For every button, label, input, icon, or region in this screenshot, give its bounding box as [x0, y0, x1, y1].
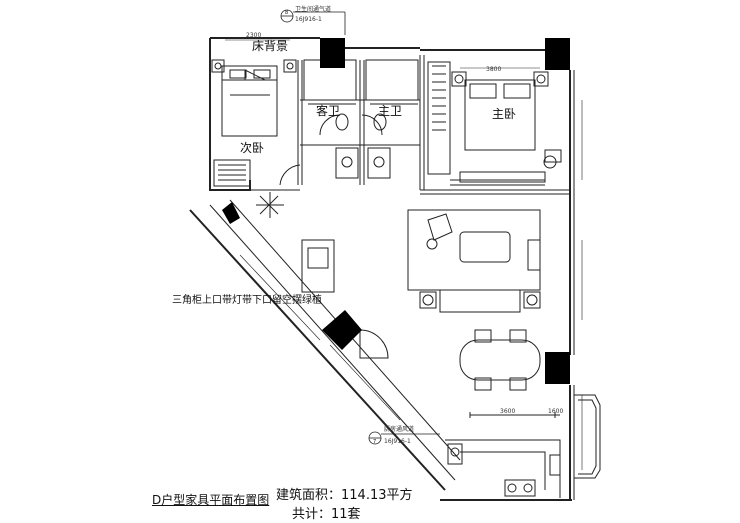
- detail-ref-bottom-code: 16J916-1: [384, 438, 411, 445]
- bed-wall-dimension: 2300: [246, 32, 261, 39]
- detail-ref-top-code: 16J916-1: [295, 16, 322, 23]
- second-bed-label: 次卧: [240, 141, 264, 155]
- plan-title: D户型家具平面布置图: [152, 493, 270, 507]
- unit-count: 共计：11套: [292, 507, 361, 522]
- structural-pillars: [222, 38, 570, 384]
- bathroom-fixtures: [303, 59, 419, 179]
- triangle-cabinet-note: 三角柜上口带灯带下口留空摆绿植: [172, 293, 322, 306]
- kitchen-counters: [445, 439, 561, 498]
- detail-ref-top-num: 8: [285, 10, 288, 16]
- master-bath-label: 主卫: [378, 104, 402, 118]
- outer-walls: [189, 37, 601, 501]
- master-bed-label: 主卧: [492, 107, 516, 121]
- detail-ref-top: [280, 9, 346, 35]
- detail-ref-bottom-num: 7: [373, 439, 376, 445]
- dimension-lines: [225, 39, 583, 470]
- interior-walls: [250, 55, 570, 195]
- detail-ref-bottom-label: 厨房通风道: [384, 425, 414, 433]
- dining-dimension: 3600: [500, 408, 515, 415]
- living-room-furniture: [256, 192, 541, 313]
- detail-ref-bottom: [368, 431, 440, 445]
- side-dimension: 1600: [548, 408, 563, 415]
- bed-wall-label: 床背景: [252, 39, 288, 53]
- master-bedroom-furniture: [427, 61, 562, 183]
- door-swings: [319, 114, 389, 359]
- master-dimension: 3800: [486, 66, 501, 73]
- second-bed: [211, 59, 301, 187]
- dining-set: [459, 329, 560, 418]
- building-area: 建筑面积：114.13平方: [276, 488, 413, 503]
- guest-bath-label: 客卫: [316, 103, 340, 118]
- detail-ref-top-label: 卫生间通气道: [295, 5, 331, 13]
